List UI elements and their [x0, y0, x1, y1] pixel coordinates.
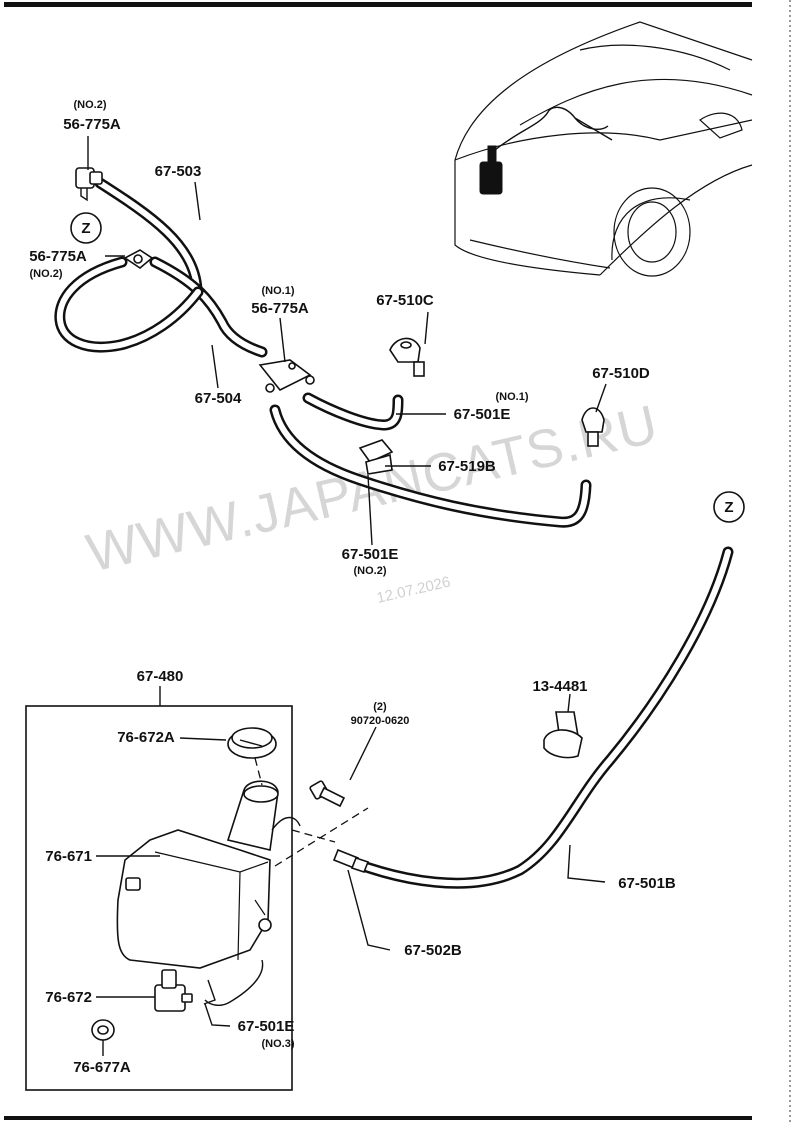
svg-text:(2): (2)	[373, 701, 387, 713]
watermark-date: 12.07.2026	[375, 573, 452, 606]
vehicle-sketch	[454, 21, 753, 277]
svg-text:(NO.1): (NO.1)	[496, 391, 529, 403]
hose-67-501E-no2	[269, 404, 592, 528]
hose-67-503	[94, 177, 203, 296]
callout-67-501E-no2: 67-501E (NO.2)	[342, 546, 399, 577]
svg-text:67-501E: 67-501E	[238, 1018, 295, 1035]
callout-76-672: 76-672	[45, 989, 92, 1006]
z-reference-right: Z	[713, 491, 745, 523]
callout-67-510D: 67-510D	[592, 365, 650, 382]
svg-text:56-775A: 56-775A	[29, 248, 87, 265]
hose-67-504	[54, 256, 268, 358]
callout-67-519B: 67-519B	[438, 458, 496, 475]
svg-text:67-501E: 67-501E	[342, 546, 399, 563]
joint-56-775A-no2-left	[123, 249, 154, 269]
callout-67-501B: 67-501B	[618, 875, 676, 892]
callout-67-480: 67-480	[137, 668, 184, 685]
svg-text:(NO.1): (NO.1)	[262, 285, 295, 297]
callout-67-510C: 67-510C	[376, 292, 434, 309]
reservoir-tank-76-671	[116, 780, 301, 1007]
hose-67-501B	[346, 546, 734, 889]
callout-67-503: 67-503	[155, 163, 202, 180]
svg-text:(NO.2): (NO.2)	[74, 99, 107, 111]
grommet-76-677A	[91, 1019, 115, 1041]
top-rule	[4, 2, 752, 7]
callout-67-501E-no1: (NO.1) 67-501E	[454, 391, 529, 423]
svg-text:(NO.3): (NO.3)	[262, 1038, 295, 1050]
svg-text:(NO.2): (NO.2)	[30, 268, 63, 280]
pump-76-672	[154, 969, 193, 1012]
callout-56-775A-no2-top: (NO.2) 56-775A	[63, 99, 121, 133]
callout-76-677A: 76-677A	[73, 1059, 131, 1076]
callout-13-4481: 13-4481	[532, 678, 587, 695]
callout-67-501E-no3: 67-501E (NO.3)	[238, 1018, 295, 1050]
clip-13-4481	[543, 711, 583, 759]
z-reference-top: Z	[70, 212, 102, 244]
callout-56-775A-no2-left: 56-775A (NO.2)	[29, 248, 87, 280]
reservoir-location-mark	[479, 161, 503, 195]
bottom-rule	[4, 1116, 752, 1120]
callout-76-671: 76-671	[45, 848, 92, 865]
nozzle-67-510D	[581, 407, 605, 447]
svg-text:Z: Z	[724, 499, 733, 516]
svg-text:(NO.2): (NO.2)	[354, 565, 387, 577]
callout-90720-0620: (2) 90720-0620	[351, 701, 410, 727]
clip-67-519B	[358, 439, 394, 475]
hose-67-501E-no1	[302, 392, 404, 431]
svg-text:90720-0620: 90720-0620	[351, 715, 410, 727]
callout-56-775A-no1: (NO.1) 56-775A	[251, 285, 309, 317]
svg-text:67-501E: 67-501E	[454, 406, 511, 423]
joint-56-775A-no1	[258, 359, 315, 393]
svg-text:56-775A: 56-775A	[63, 116, 121, 133]
svg-text:56-775A: 56-775A	[251, 300, 309, 317]
reservoir-group-box	[25, 705, 293, 1091]
callout-67-504: 67-504	[195, 390, 242, 407]
svg-text:Z: Z	[81, 220, 90, 237]
callout-67-502B: 67-502B	[404, 942, 462, 959]
callout-76-672A: 76-672A	[117, 729, 175, 746]
nozzle-67-510C	[389, 337, 425, 377]
cap-76-672A	[227, 727, 277, 759]
joint-56-775A-no2-top	[75, 167, 103, 202]
bolt-90720-0620	[309, 780, 346, 808]
connector-67-502B	[332, 848, 370, 873]
